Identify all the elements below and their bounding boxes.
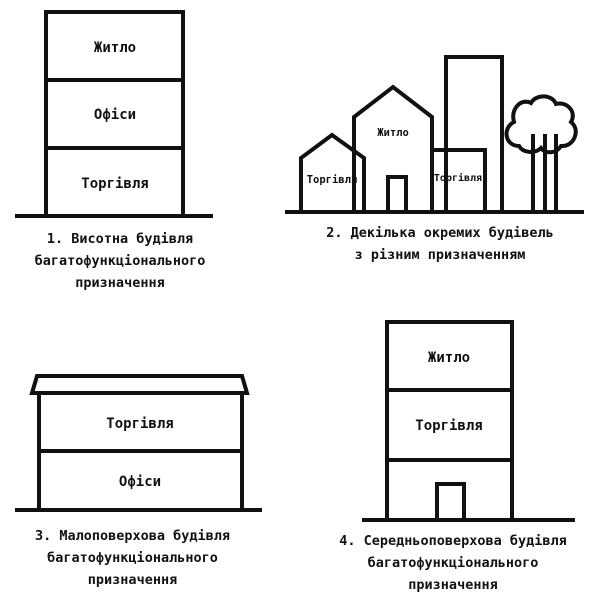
scene-4-midrise (362, 320, 575, 522)
floor-label-retail: Торгівля (81, 176, 148, 192)
floor-label-retail: Торгівля (415, 418, 482, 434)
caption-line: 1. Висотна будівля (46, 231, 194, 247)
center-house-door (386, 175, 408, 214)
floor-label-residential: Житло (428, 350, 470, 366)
scene-1-highrise (15, 10, 213, 218)
caption-line: призначення (75, 275, 165, 291)
caption-line: 3. Малоповерхова будівля (34, 528, 231, 544)
caption-midrise: 4. Середньоповерхова будівля багатофункц… (318, 530, 588, 596)
floor-label-offices: Офіси (119, 474, 161, 490)
center-house-label: Житло (377, 127, 409, 139)
caption-line: призначення (408, 577, 498, 593)
right-building-label: Торгівля (434, 172, 482, 184)
tall-tower-outline (444, 55, 504, 214)
caption-line: багатофункціонального (47, 550, 218, 566)
lowrise-roof (29, 374, 250, 395)
left-house-label: Торгівля (307, 174, 358, 186)
highrise-outline (44, 10, 185, 218)
caption-lowrise: 3. Малоповерхова будівля багатофункціона… (10, 525, 255, 591)
floor-label-residential: Житло (94, 40, 136, 56)
center-house-outline (352, 84, 434, 214)
floor-label-retail: Торгівля (106, 416, 173, 432)
caption-line: багатофункціонального (367, 555, 539, 571)
caption-line: 4. Середньоповерхова будівля (339, 533, 567, 549)
midrise-door (435, 482, 466, 522)
caption-line: багатофункціонального (34, 253, 206, 269)
caption-line: призначення (87, 572, 178, 588)
tree-canopy (504, 94, 578, 155)
caption-highrise: 1. Висотна будівля багатофункціонального… (20, 228, 220, 294)
caption-separate-buildings: 2. Декілька окремих будівель з різним пр… (290, 222, 590, 266)
caption-line: 2. Декілька окремих будівель (326, 225, 554, 241)
scene-3-lowrise (15, 374, 262, 512)
caption-line: з різним призначенням (354, 247, 526, 263)
scene-2-separate-buildings (285, 55, 584, 214)
floor-label-offices: Офіси (94, 107, 136, 123)
